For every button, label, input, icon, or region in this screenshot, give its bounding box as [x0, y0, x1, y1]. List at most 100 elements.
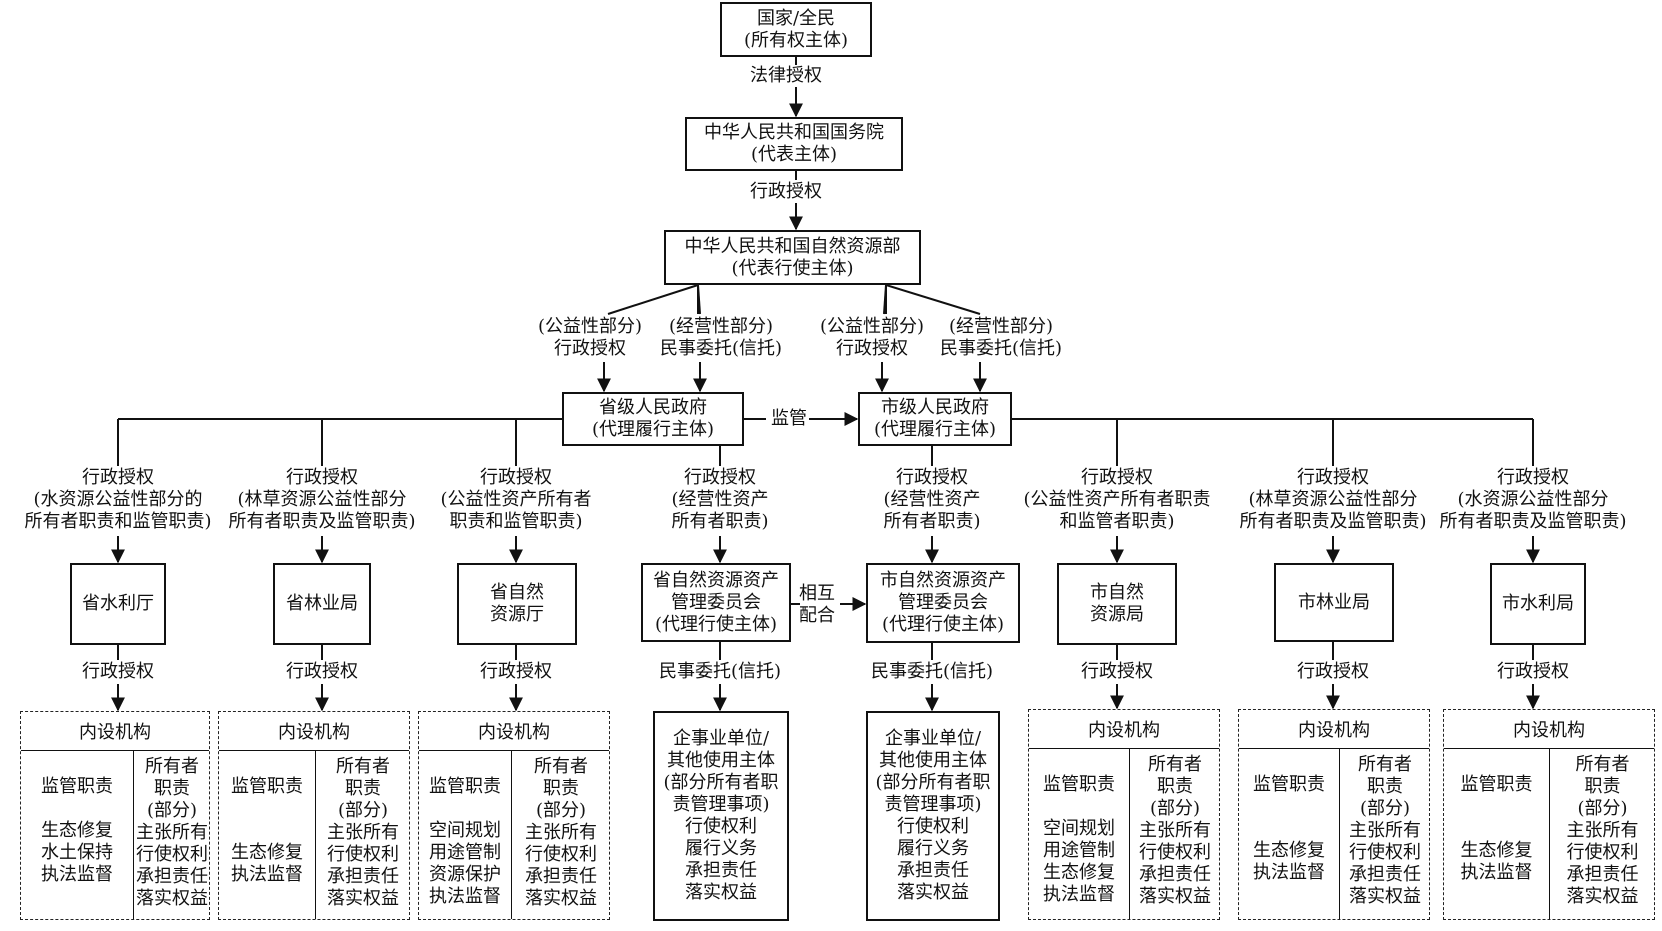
- branch-4-auth-line: 行政授权: [896, 467, 968, 488]
- branch-6-agency-line: 市林业局: [1298, 591, 1370, 613]
- branch-0-supervision-duties: 监管职责生态修复水土保持执法监督: [21, 776, 133, 886]
- branch-2-agency-line: 省自然: [490, 582, 544, 603]
- branch-7-internal-divider: [1549, 748, 1550, 919]
- branch-2-internal-units-title: 内设机构: [419, 712, 609, 751]
- label-mutual-coordination: 相互 配合: [795, 583, 839, 627]
- label-admin-auth-main: 行政授权: [748, 181, 824, 203]
- node-ministry: 中华人民共和国自然资源部 (代表行使主体): [664, 230, 921, 285]
- branch-2-auth-line: 行政授权: [480, 467, 552, 488]
- label-legal-auth: 法律授权: [748, 65, 824, 87]
- branch-6-supervision-line: 生态修复: [1253, 840, 1325, 861]
- label-left-public-auth-line2: 行政授权: [554, 338, 626, 359]
- branch-7-owner-line: (部分): [1577, 798, 1628, 819]
- branch-5-supervision-line: 监管职责: [1043, 774, 1115, 795]
- connector-ministry-left-b: [697, 284, 701, 315]
- branch-1-supervision-line: [219, 798, 315, 820]
- label-right-operating-entrust: (经营性部分) 民事委托(信托): [928, 316, 1074, 360]
- branch-4-auth-line: 所有者职责): [883, 511, 981, 532]
- branch-5-owner-line: 行使权利: [1139, 842, 1211, 863]
- branch-0-auth-line: (水资源公益性部分的: [33, 489, 203, 510]
- branch-1-owner-line: (部分): [337, 800, 389, 821]
- branch-1-sub-auth-label: 行政授权: [242, 661, 402, 683]
- node-city-gov-line2: (代理履行主体): [873, 419, 997, 440]
- branch-5-agency-line: 市自然: [1090, 582, 1144, 603]
- branch-5-auth-line: 行政授权: [1081, 467, 1153, 488]
- branch-2-auth-line: (公益性资产所有者: [440, 489, 592, 510]
- branch-4-enterprise-line: 承担责任: [897, 860, 969, 881]
- branch-1-owner-line: 主张所有: [327, 822, 399, 843]
- branch-2-internal-units: 内设机构监管职责空间规划用途管制资源保护执法监督所有者职责(部分)主张所有行使权…: [418, 711, 610, 920]
- branch-5-sub-auth-label: 行政授权: [1037, 661, 1197, 683]
- branch-7-auth-line: 行政授权: [1497, 467, 1569, 488]
- branch-3-enterprise-line: 行使权利: [685, 816, 757, 837]
- branch-0-auth-line: 行政授权: [82, 467, 154, 488]
- label-mutual-coordination-line2: 配合: [799, 605, 835, 626]
- node-ministry-line1: 中华人民共和国自然资源部: [684, 235, 901, 257]
- branch-0-owner-line: (部分): [146, 800, 198, 821]
- label-left-operating-entrust-line1: (经营性部分): [668, 316, 774, 337]
- branch-0-sub-auth-label: 行政授权: [38, 661, 198, 683]
- label-right-public-auth-line1: (公益性部分): [819, 316, 925, 337]
- branch-7-supervision-line: [1444, 796, 1549, 818]
- branch-7-internal-units: 内设机构监管职责生态修复执法监督所有者职责(部分)主张所有行使权利承担责任落实权…: [1443, 709, 1655, 920]
- branch-7-internal-units-title: 内设机构: [1444, 710, 1654, 749]
- branch-7-auth-label: 行政授权(水资源公益性部分所有者职责及监管职责): [1426, 467, 1641, 533]
- branch-0-internal-units-title: 内设机构: [21, 712, 209, 751]
- branch-4-enterprise-line: 履行义务: [897, 838, 969, 859]
- branch-7-owner-duties: 所有者职责(部分)主张所有行使权利承担责任落实权益: [1549, 754, 1656, 908]
- branch-5-internal-divider: [1129, 748, 1130, 919]
- branch-4-auth-label: 行政授权(经营性资产所有者职责): [867, 467, 997, 533]
- branch-0-owner-line: 主张所有: [136, 822, 208, 843]
- branch-3-enterprise-line: 履行义务: [685, 838, 757, 859]
- branch-6-auth-line: (林草资源公益性部分: [1248, 489, 1418, 510]
- branch-1-auth-label: 行政授权(林草资源公益性部分所有者职责及监管职责): [215, 467, 430, 533]
- branch-2-supervision-line: 用途管制: [429, 842, 501, 863]
- branch-0-owner-line: 落实权益: [136, 888, 208, 909]
- branch-7-auth-line: 所有者职责及监管职责): [1439, 511, 1627, 532]
- branch-0-owner-duties: 所有者职责(部分)主张所有行使权利承担责任落实权益: [133, 756, 211, 910]
- branch-4-agency-line: 市自然资源资产: [880, 570, 1006, 591]
- branch-6-supervision-line: 执法监督: [1253, 862, 1325, 883]
- branch-7-supervision-line: 监管职责: [1460, 774, 1533, 795]
- branch-2-supervision-line: 空间规划: [429, 820, 501, 841]
- branch-4-agency-line: (代理行使主体): [881, 614, 1005, 635]
- branch-1-owner-line: 落实权益: [327, 888, 399, 909]
- branch-3-agency-line: (代理行使主体): [654, 613, 778, 635]
- branch-2-owner-line: 所有者: [534, 756, 588, 777]
- branch-7-supervision-duties: 监管职责生态修复执法监督: [1444, 774, 1549, 884]
- branch-2-auth-label: 行政授权(公益性资产所有者职责和监管职责): [426, 467, 606, 533]
- branch-0-agency-line: 省水利厅: [82, 593, 154, 614]
- branch-7-supervision-line: 执法监督: [1460, 862, 1533, 883]
- node-province-gov-line1: 省级人民政府: [599, 397, 707, 418]
- branch-6-owner-line: 承担责任: [1349, 864, 1421, 885]
- branch-2-agency-box: 省自然资源厅: [457, 563, 577, 645]
- branch-3-enterprise-line: 落实权益: [685, 882, 757, 903]
- branch-0-auth-label: 行政授权(水资源公益性部分的所有者职责和监管职责): [6, 467, 231, 533]
- branch-7-owner-line: 落实权益: [1566, 886, 1639, 907]
- node-state-council-line1: 中华人民共和国国务院: [704, 122, 884, 143]
- branch-3-auth-label: 行政授权(经营性资产所有者职责): [655, 467, 785, 533]
- connector-ministry-right-a: [883, 284, 887, 315]
- branch-1-agency-line: 省林业局: [286, 593, 358, 614]
- branch-1-internal-units: 内设机构监管职责生态修复执法监督所有者职责(部分)主张所有行使权利承担责任落实权…: [218, 711, 410, 920]
- branch-1-owner-line: 职责: [345, 778, 381, 799]
- connector-ministry-left-a: [607, 284, 699, 315]
- branch-2-supervision-duties: 监管职责空间规划用途管制资源保护执法监督: [419, 776, 511, 908]
- branch-3-enterprise-line: 其他使用主体: [667, 750, 775, 771]
- branch-7-owner-line: 职责: [1584, 776, 1621, 797]
- branch-5-supervision-line: [1029, 796, 1129, 818]
- branch-5-owner-line: 职责: [1157, 776, 1193, 797]
- branch-6-internal-units: 内设机构监管职责生态修复执法监督所有者职责(部分)主张所有行使权利承担责任落实权…: [1238, 709, 1430, 920]
- branch-6-sub-auth-label: 行政授权: [1253, 661, 1413, 683]
- branch-2-supervision-line: 执法监督: [429, 886, 501, 907]
- node-state-owner: 国家/全民 (所有权主体): [720, 2, 872, 57]
- branch-7-owner-line: 行使权利: [1566, 842, 1639, 863]
- branch-3-enterprise-line: 企事业单位/: [672, 728, 770, 749]
- branch-2-sub-auth-label: 行政授权: [436, 661, 596, 683]
- branch-4-enterprise-line: 企事业单位/: [884, 728, 982, 749]
- node-city-gov-line1: 市级人民政府: [881, 397, 989, 418]
- node-ministry-line2: (代表行使主体): [731, 257, 854, 279]
- branch-1-owner-line: 所有者: [336, 756, 390, 777]
- branch-2-supervision-line: 资源保护: [429, 864, 501, 885]
